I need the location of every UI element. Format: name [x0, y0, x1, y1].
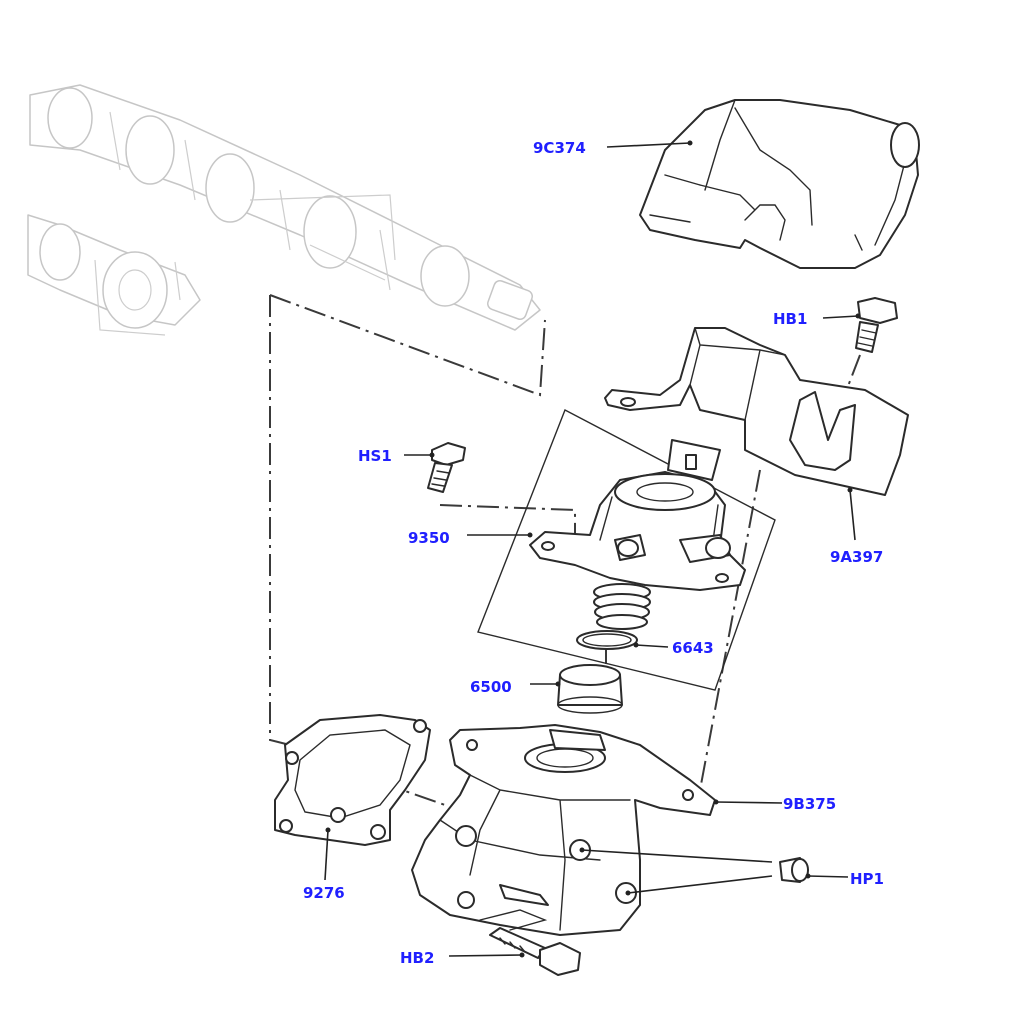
part-oring-6643	[576, 630, 638, 650]
callout-9a397: 9A397	[830, 548, 883, 566]
camshaft-ghost-lower	[27, 214, 201, 336]
part-plug-hp1	[779, 857, 809, 883]
callout-hp1: HP1	[850, 870, 884, 888]
callout-9350: 9350	[408, 529, 450, 547]
callout-hb1: HB1	[773, 310, 807, 328]
callout-labels: 9C374 HB1 HS1 9350 9A397 6643 6500 9B375…	[303, 139, 884, 967]
callout-6500: 6500	[470, 678, 512, 696]
callout-9b375: 9B375	[783, 795, 836, 813]
callout-6643: 6643	[672, 639, 714, 657]
part-bolt-hb1	[855, 297, 898, 353]
part-gasket-9276	[274, 714, 431, 846]
callout-9c374: 9C374	[533, 139, 586, 157]
callout-9276: 9276	[303, 884, 345, 902]
part-housing-9b375	[411, 724, 716, 936]
pump-spring	[593, 583, 651, 630]
part-pump-9350	[477, 409, 776, 691]
part-shield-9a397	[604, 327, 909, 496]
part-cover-9c374	[639, 99, 920, 269]
camshaft-ghost-upper	[29, 84, 541, 331]
leader-lines	[324, 140, 861, 958]
part-bolt-hb2	[489, 927, 581, 976]
callout-hs1: HS1	[358, 447, 392, 465]
callout-hb2: HB2	[400, 949, 434, 967]
part-bolt-hs1	[427, 442, 466, 493]
part-tappet-6500	[557, 664, 623, 714]
